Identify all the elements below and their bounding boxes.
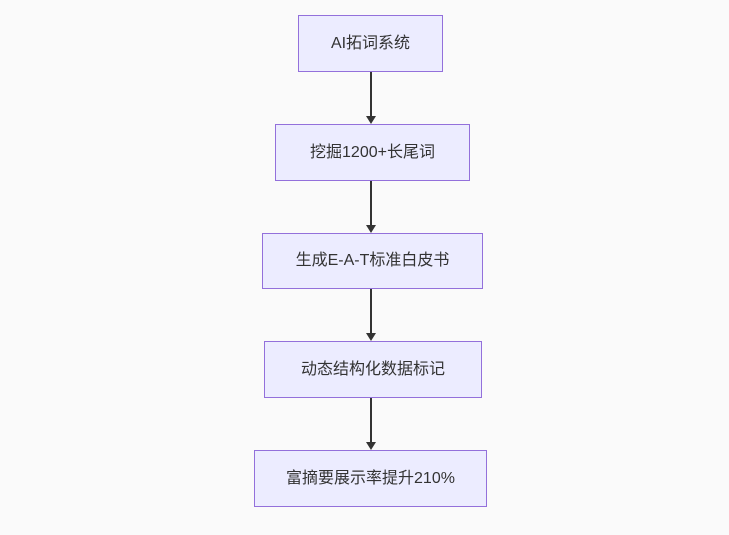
edge-line-3 [370,289,372,333]
flow-node-longtail-mining: 挖掘1200+长尾词 [275,124,470,181]
arrowhead-down-icon [366,225,376,233]
edge-line-1 [370,72,372,116]
edge-line-2 [370,181,372,225]
flow-node-ai-word-system: AI拓词系统 [298,15,443,72]
flow-node-rich-snippet-rate: 富摘要展示率提升210% [254,450,487,507]
flow-node-structured-data: 动态结构化数据标记 [264,341,482,398]
edge-line-4 [370,398,372,442]
arrowhead-down-icon [366,333,376,341]
flow-node-eat-whitepaper: 生成E-A-T标准白皮书 [262,233,483,289]
arrowhead-down-icon [366,442,376,450]
arrowhead-down-icon [366,116,376,124]
